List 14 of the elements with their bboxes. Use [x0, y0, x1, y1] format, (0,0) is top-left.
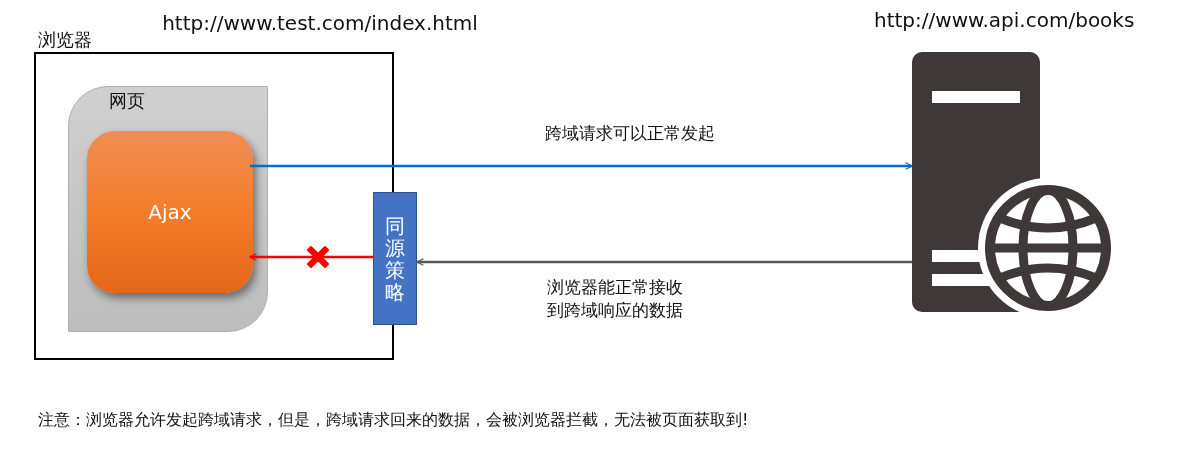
url-label: http://www.api.com/books: [874, 8, 1135, 32]
ajax-box: [87, 131, 253, 293]
arrow: [416, 258, 912, 266]
policy-label: 同源策略: [385, 214, 405, 303]
web-page-label: 网页: [109, 89, 145, 113]
note-text: 注意：浏览器允许发起跨域请求，但是，跨域请求回来的数据，会被浏览器拦截，无法被页面获取到!: [38, 410, 749, 431]
arrow: [249, 253, 373, 261]
same-origin-policy-bar: [373, 192, 417, 325]
web-page-panel: [68, 86, 268, 332]
arrow: [250, 162, 913, 170]
url-label: http://www.test.com/index.html: [162, 11, 478, 35]
edge-label: 浏览器能正常接收到跨域响应的数据: [545, 276, 685, 322]
ajax-label: Ajax: [148, 200, 192, 224]
browser-label: 浏览器: [38, 28, 92, 52]
